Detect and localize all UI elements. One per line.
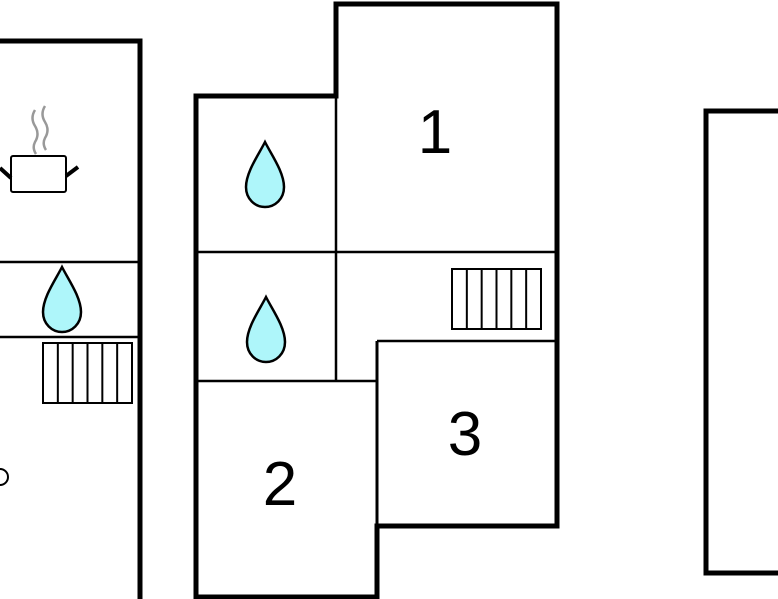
left-building	[0, 38, 143, 599]
left-building-outer-wall	[0, 38, 143, 599]
water-drop-icon	[244, 139, 286, 209]
room-2-label: 2	[263, 450, 297, 519]
middle-building	[193, 1, 560, 599]
water-drop-icon	[41, 264, 83, 334]
water-drop-icon	[245, 294, 287, 364]
radiator-icon	[42, 342, 133, 404]
bathtub-icon	[0, 468, 9, 486]
room-3-label: 3	[448, 400, 482, 469]
radiator-icon	[451, 268, 542, 330]
middle-building-outer-wall	[193, 1, 560, 599]
kitchen-pot-icon	[0, 105, 80, 193]
right-building-outer-wall	[703, 108, 778, 576]
room-1-label: 1	[418, 98, 452, 167]
